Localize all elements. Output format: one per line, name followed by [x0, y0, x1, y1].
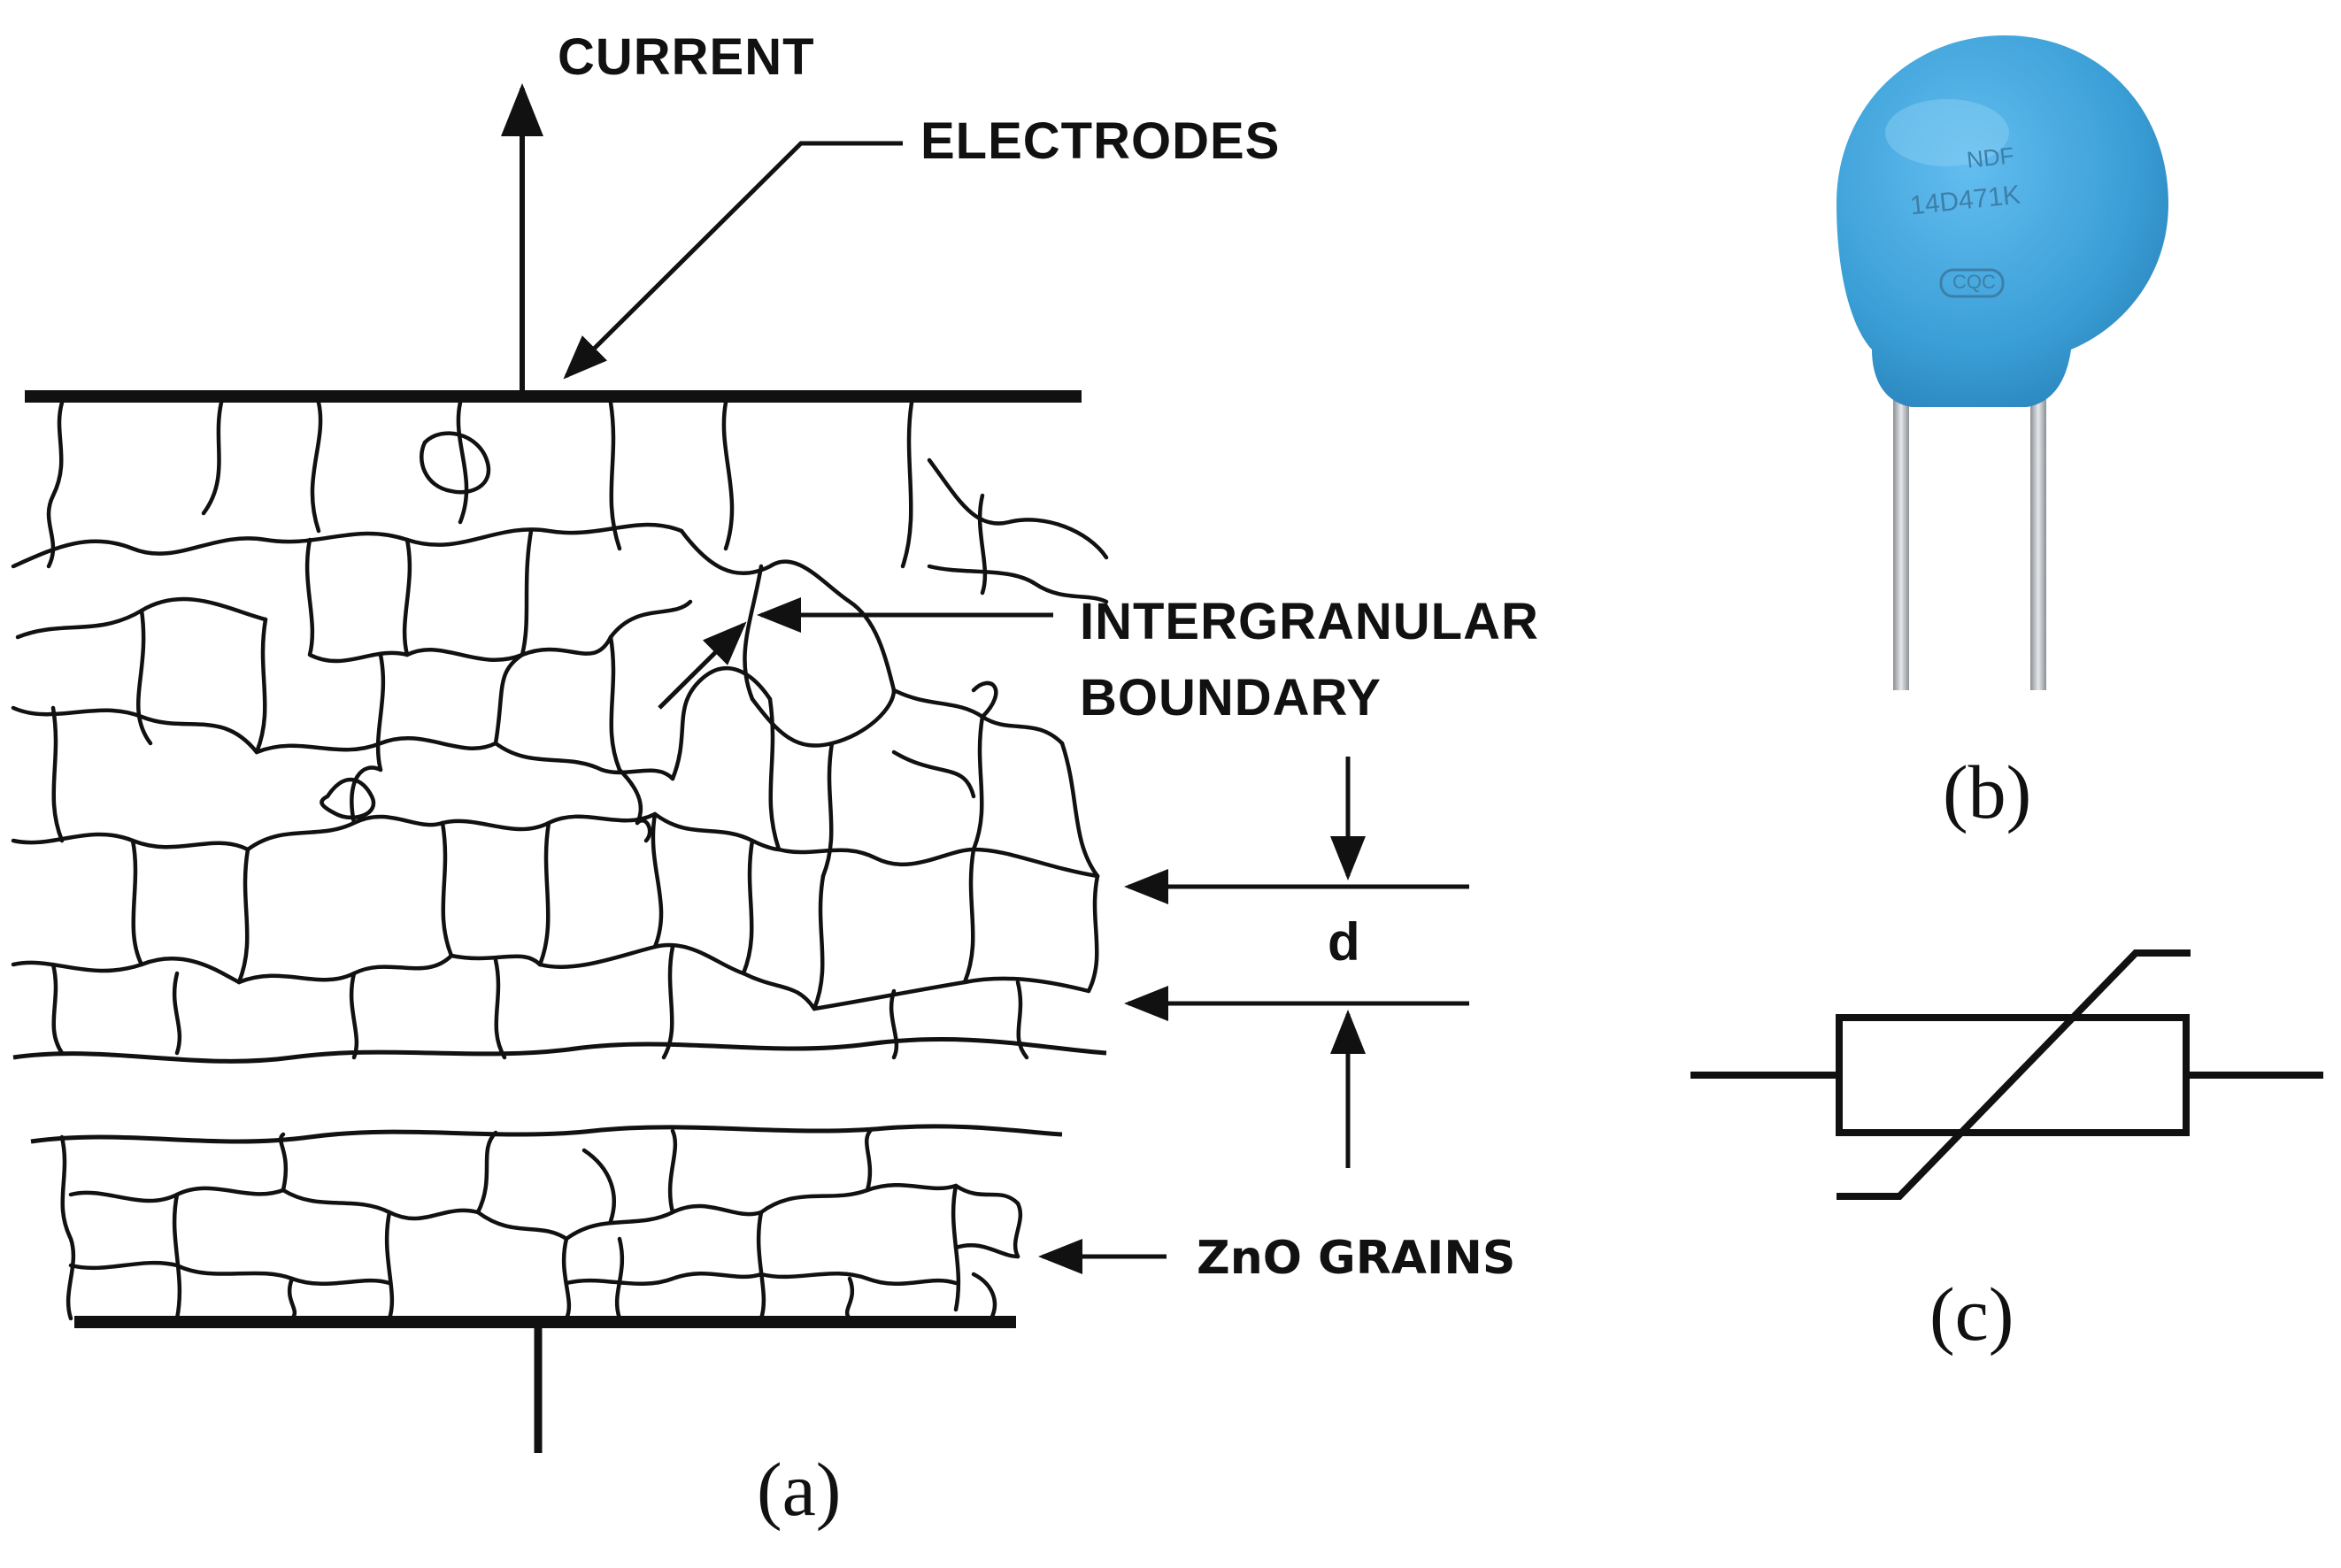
label-d: d [1328, 912, 1360, 972]
panel-b-varistor-photo [1837, 35, 2168, 690]
label-current: CURRENT [558, 28, 815, 86]
varistor-body [1837, 35, 2168, 407]
lower-boundary-edge [30, 1124, 1063, 1144]
panel-a-microstructure [11, 83, 1469, 1453]
upper-boundary-edge [12, 1037, 1107, 1064]
intergranular-arrow-diag [658, 621, 747, 710]
lead-right [2030, 389, 2046, 690]
label-electrodes: ELECTRODES [920, 112, 1281, 170]
label-boundary: BOUNDARY [1080, 669, 1382, 726]
grain-network-upper [11, 400, 1109, 1060]
symbol-nonlinear-slash [1837, 949, 2191, 1200]
lead-left [1893, 389, 1909, 690]
varistor-highlight [1885, 99, 2009, 166]
marking-line1: NDF [1965, 142, 2015, 173]
caption-b: (b) [1943, 749, 2032, 834]
label-zno-grains: ZnO GRAINS [1197, 1232, 1516, 1285]
grain-network-lower [59, 1126, 1023, 1321]
caption-c: (c) [1929, 1272, 2014, 1357]
electrodes-leader [563, 141, 903, 380]
marking-logo-frame [1939, 268, 2005, 298]
caption-a: (a) [757, 1447, 842, 1532]
label-intergranular: INTERGRANULAR [1080, 593, 1539, 650]
panel-c-varistor-symbol [1690, 949, 2323, 1200]
marking-logo: CQC [1952, 271, 1996, 293]
